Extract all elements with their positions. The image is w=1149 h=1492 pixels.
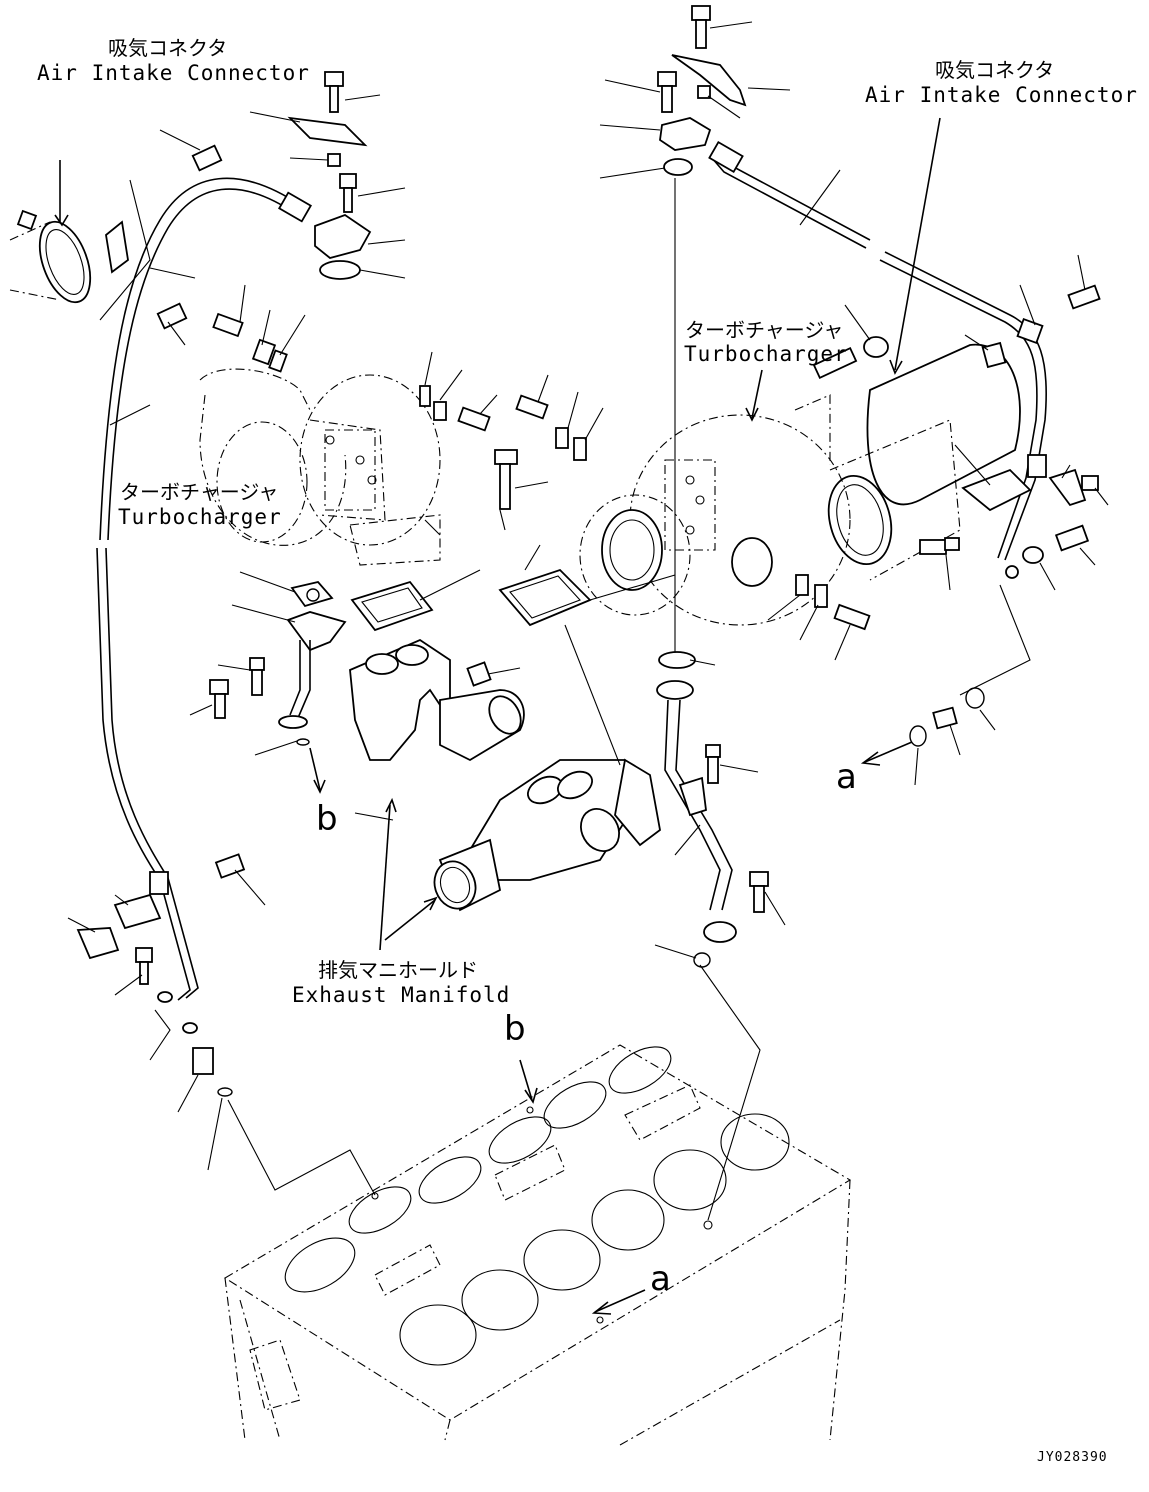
engine-block	[223, 1044, 852, 1446]
left-air-intake-connector	[9, 209, 129, 304]
ref-b-block-label: b	[504, 1009, 526, 1049]
air-intake-right-en-label: Air Intake Connector	[865, 83, 1138, 107]
left-top-leaders	[99, 94, 406, 426]
ref-b-arrow-line	[309, 747, 321, 791]
block-ref-a-leader	[594, 1289, 646, 1313]
exhaust-jp-label: 排気マニホールド	[318, 958, 478, 982]
right-intake-arrow	[889, 359, 903, 375]
center-hardware	[419, 351, 604, 536]
right-oil-pipe	[708, 140, 1048, 579]
right-turbo-arrow	[745, 407, 759, 422]
ref-a-block-label: a	[650, 1259, 671, 1299]
air-intake-left-jp-label: 吸気コネクタ	[108, 36, 228, 60]
lower-left-hardware	[67, 853, 376, 1196]
ref-b-left-label: b	[316, 799, 338, 839]
air-intake-left-en-label: Air Intake Connector	[37, 61, 310, 85]
exhaust-leader-1	[379, 804, 391, 951]
block-ref-b-arrow	[524, 1087, 538, 1104]
turbo-right-en-label: Turbocharger	[684, 342, 848, 366]
ref-a-right-label: a	[836, 757, 857, 797]
right-intake-leader	[894, 117, 941, 371]
left-turbocharger	[199, 368, 441, 566]
right-turbocharger	[579, 347, 858, 626]
drawing-code-label: JY028390	[1037, 1450, 1108, 1465]
exhaust-leader-2	[384, 899, 436, 941]
left-oil-drain-pipe	[189, 604, 347, 756]
right-oil-drain-pipe	[654, 651, 786, 1221]
turbo-left-jp-label: ターボチャージャ	[120, 480, 279, 504]
right-turbo-bolts	[767, 574, 871, 661]
ref-b-arrow-head	[313, 779, 326, 794]
left-top-hardware	[156, 71, 372, 373]
right-turbo-leader	[751, 369, 763, 419]
air-intake-right-jp-label: 吸気コネクタ	[935, 58, 1055, 82]
exhaust-manifold-left	[239, 569, 525, 762]
right-side-hardware	[919, 254, 1109, 591]
right-air-intake-connector	[827, 304, 1021, 581]
exhaust-arrow-1	[385, 797, 397, 813]
turbo-left-en-label: Turbocharger	[118, 505, 282, 529]
exhaust-manifold-right	[433, 758, 661, 912]
right-gasket	[498, 544, 676, 766]
right-ref-a-parts	[860, 584, 1031, 786]
exhaust-leader-3	[354, 812, 394, 821]
turbo-right-jp-label: ターボチャージャ	[685, 318, 844, 342]
left-intake-arrow	[54, 214, 69, 227]
block-ref-a-arrow	[591, 1301, 612, 1315]
left-oil-pipe	[96, 177, 312, 1001]
exhaust-arrow-2	[423, 896, 438, 911]
block-ref-b-leader	[519, 1059, 533, 1101]
exhaust-en-label: Exhaust Manifold	[292, 983, 511, 1007]
